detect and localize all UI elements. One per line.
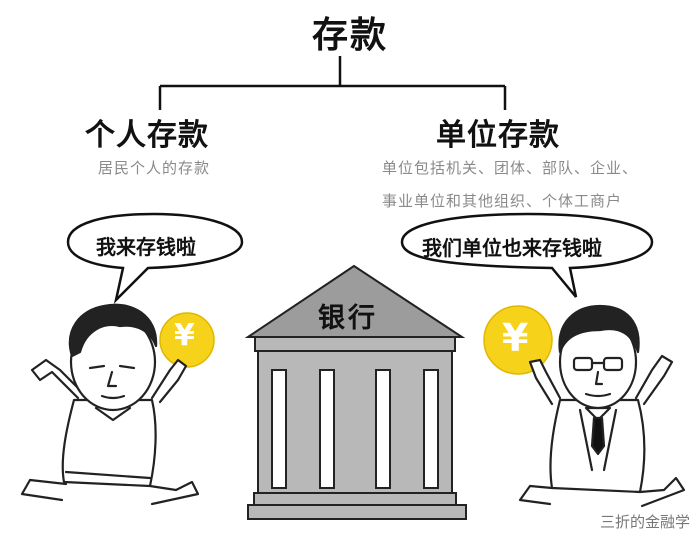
right-coin-yen-icon: ¥: [502, 316, 529, 360]
bank-building: [244, 264, 467, 520]
corporate-deposit-heading: 单位存款: [436, 118, 560, 153]
bank-step-1: [253, 492, 457, 506]
right-coin: [483, 305, 553, 375]
individual-person-figure: [20, 303, 200, 506]
bank-column-4: [423, 369, 439, 489]
corporate-speech-text: 我们单位也来存钱啦: [422, 236, 602, 260]
left-coin: [159, 312, 215, 368]
corporate-deposit-description-line-1: 单位包括机关、团体、部队、企业、: [382, 159, 639, 177]
watermark: 三折的金融学: [599, 513, 690, 531]
right-speech-bubble: [400, 212, 654, 298]
individual-deposit-description: 居民个人的存款: [98, 159, 211, 177]
corporate-person-figure: [518, 304, 686, 508]
left-coin-yen-icon: ¥: [174, 318, 195, 353]
bank-entablature: [254, 336, 456, 352]
bank-label: 银行: [318, 303, 378, 334]
bank-column-2: [319, 369, 335, 489]
diagram-title: 存款: [311, 15, 388, 56]
corporate-deposit-description-line-2: 事业单位和其他组织、个体工商户: [382, 192, 623, 210]
left-speech-bubble: [66, 212, 244, 304]
bank-step-2: [247, 504, 467, 520]
individual-speech-text: 我来存钱啦: [96, 235, 196, 259]
bank-column-3: [375, 369, 391, 489]
bank-column-1: [271, 369, 287, 489]
tree-connector: [158, 56, 507, 110]
bank-body: [257, 350, 453, 494]
individual-deposit-heading: 个人存款: [85, 118, 209, 153]
